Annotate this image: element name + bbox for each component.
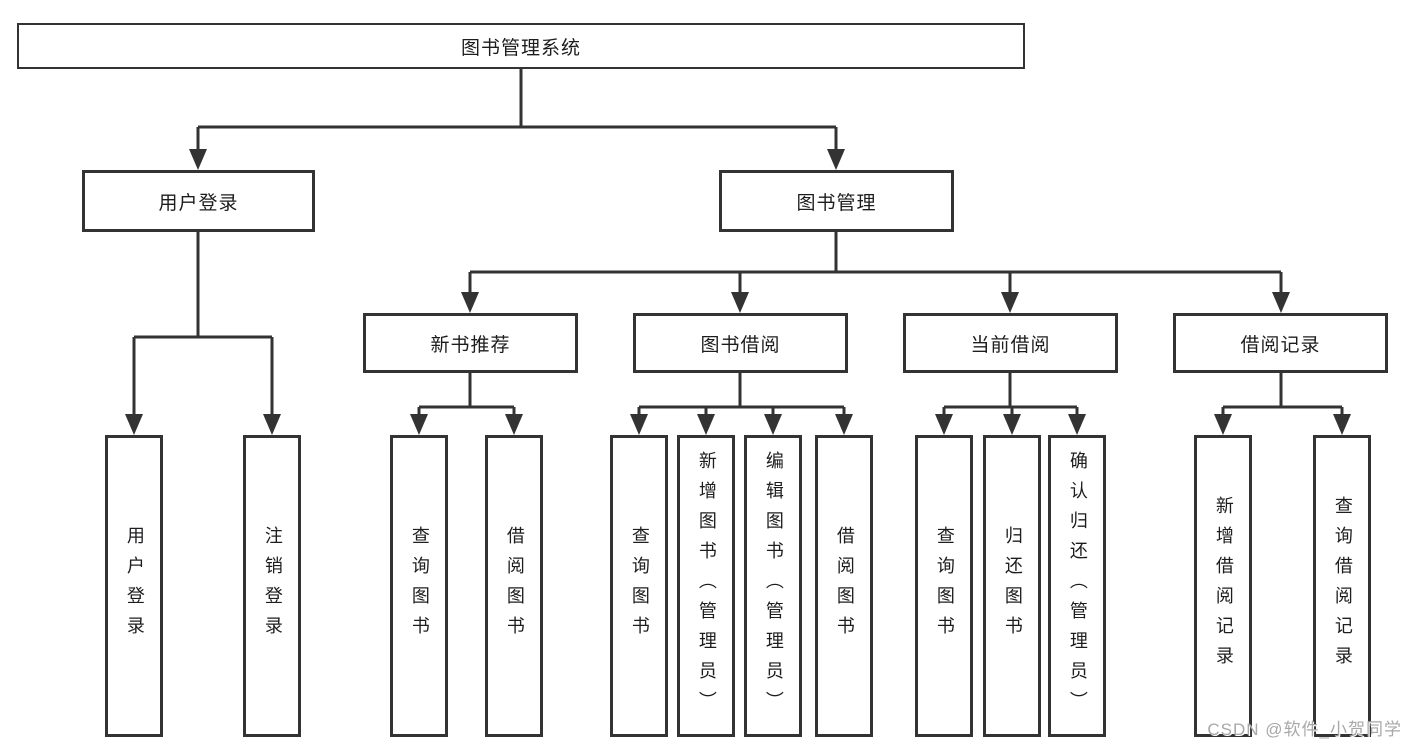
node-label: 图书管理系统: [460, 37, 581, 59]
csdn-watermark: CSDN @软件_小贺同学: [1207, 720, 1402, 739]
node-label: 查询图书: [409, 526, 430, 646]
node-label: 借阅记录: [1240, 334, 1321, 356]
leaf-borrowing-add-books-admin: 新增图书（管理员）: [677, 435, 735, 737]
node-label: 查询借阅记录: [1332, 496, 1353, 676]
node-label: 查询图书: [934, 526, 955, 646]
leaf-logout: 注销登录: [243, 435, 301, 737]
leaf-records-add-record: 新增借阅记录: [1194, 435, 1252, 737]
leaf-user-login: 用户登录: [105, 435, 163, 737]
node-label: 确认归还（管理员）: [1067, 451, 1088, 721]
node-label: 归还图书: [1002, 526, 1023, 646]
node-borrowing-records: 借阅记录: [1173, 313, 1388, 373]
node-label: 新增图书（管理员）: [696, 451, 717, 721]
leaf-current-confirm-return-admin: 确认归还（管理员）: [1048, 435, 1106, 737]
node-label: 注销登录: [262, 526, 283, 646]
node-label: 用户登录: [158, 192, 239, 214]
node-user-login: 用户登录: [82, 170, 315, 232]
leaf-current-return-books: 归还图书: [983, 435, 1041, 737]
node-label: 当前借阅: [970, 334, 1051, 356]
node-current-borrowing: 当前借阅: [903, 313, 1118, 373]
leaf-borrowing-query-books: 查询图书: [610, 435, 668, 737]
leaf-newbooks-borrow-books: 借阅图书: [485, 435, 543, 737]
node-label: 图书管理: [796, 192, 877, 214]
leaf-current-query-books: 查询图书: [915, 435, 973, 737]
node-label: 借阅图书: [834, 526, 855, 646]
node-label: 用户登录: [124, 526, 145, 646]
node-label: 查询图书: [629, 526, 650, 646]
node-book-management: 图书管理: [719, 170, 954, 232]
leaf-borrowing-borrow-books: 借阅图书: [815, 435, 873, 737]
leaf-borrowing-edit-books-admin: 编辑图书（管理员）: [744, 435, 802, 737]
node-label: 图书借阅: [700, 334, 781, 356]
leaf-newbooks-query-books: 查询图书: [390, 435, 448, 737]
node-new-book-recommend: 新书推荐: [363, 313, 578, 373]
node-label: 新书推荐: [430, 334, 511, 356]
node-label: 新增借阅记录: [1213, 496, 1234, 676]
node-label: 借阅图书: [504, 526, 525, 646]
leaf-records-query-record: 查询借阅记录: [1313, 435, 1371, 737]
node-book-borrowing: 图书借阅: [633, 313, 848, 373]
node-label: 编辑图书（管理员）: [763, 451, 784, 721]
node-root-system: 图书管理系统: [17, 23, 1025, 69]
